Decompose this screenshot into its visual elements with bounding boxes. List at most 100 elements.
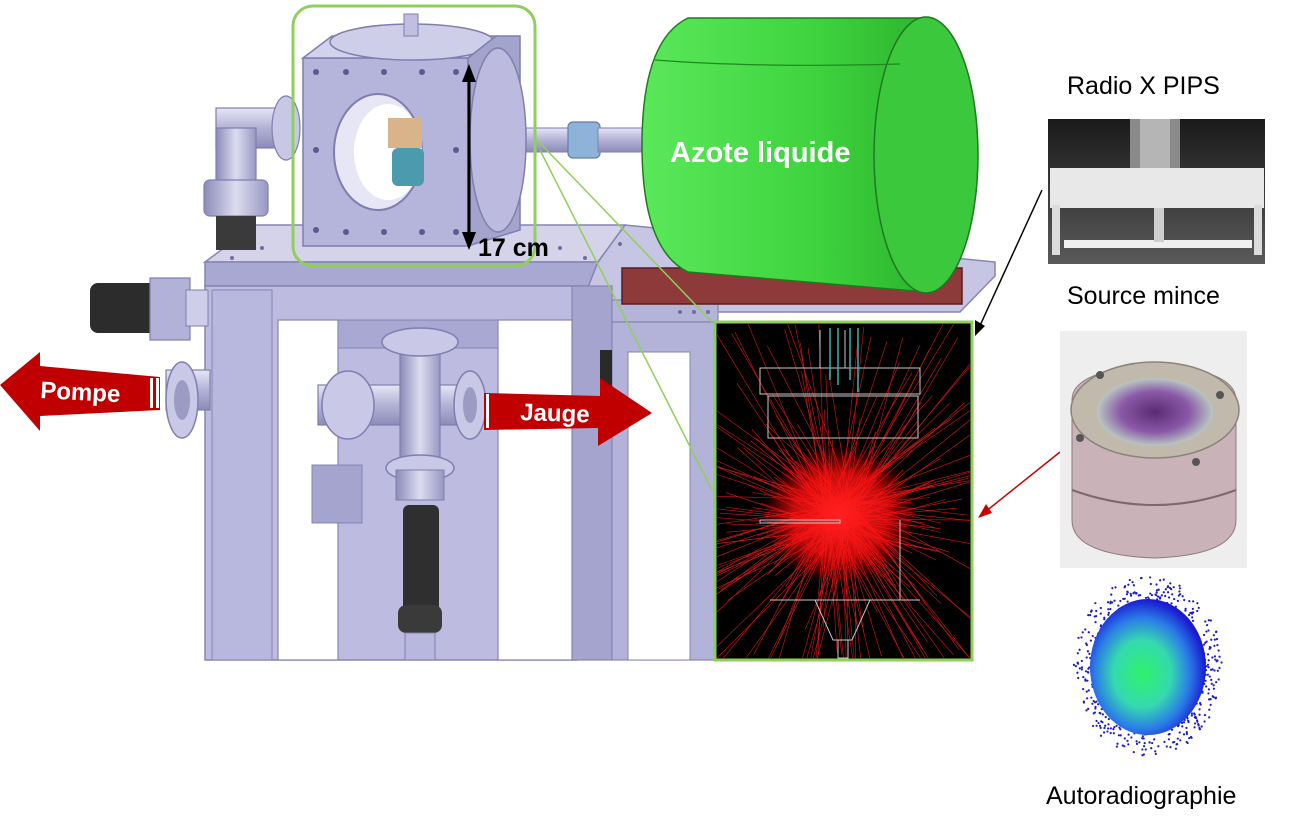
scatter-dot	[1094, 705, 1097, 709]
scatter-dot	[1182, 733, 1186, 736]
scatter-dot	[1123, 586, 1126, 589]
autoradiography-title: Autoradiographie	[1046, 782, 1237, 810]
scatter-dot	[1086, 679, 1089, 682]
scatter-dot	[1176, 743, 1179, 746]
scatter-dot	[1104, 715, 1107, 719]
scatter-dot	[1125, 593, 1129, 596]
scatter-dot	[1099, 612, 1102, 615]
scatter-dot	[1119, 599, 1122, 603]
scatter-dot	[1168, 732, 1171, 736]
scatter-dot	[1109, 607, 1112, 611]
scatter-dot	[1137, 594, 1140, 597]
scatter-dot	[1198, 728, 1201, 731]
scatter-dot	[1182, 721, 1186, 724]
scatter-dot	[1095, 724, 1098, 727]
scatter-dot	[1204, 641, 1207, 644]
scatter-dot	[1107, 723, 1110, 726]
source-title: Source mince	[1067, 282, 1220, 310]
scatter-dot	[1085, 643, 1089, 647]
scatter-dot	[1188, 736, 1191, 740]
scatter-dot	[1097, 703, 1100, 706]
scatter-dot	[1099, 726, 1102, 729]
scatter-dot	[1144, 748, 1147, 751]
scatter-dot	[1165, 745, 1168, 748]
scatter-dot	[1097, 721, 1100, 725]
scatter-dot	[1106, 730, 1109, 733]
scatter-dot	[1212, 696, 1215, 699]
scatter-dot	[1143, 742, 1146, 745]
dimension-label: 17 cm	[478, 234, 549, 262]
scatter-dot	[1163, 740, 1166, 743]
scatter-dot	[1162, 578, 1165, 581]
scatter-dot	[1080, 668, 1083, 671]
scatter-dot	[1107, 613, 1110, 616]
scatter-dot	[1164, 594, 1167, 598]
scatter-dot	[1104, 724, 1107, 727]
scatter-dot	[1197, 606, 1200, 609]
scatter-dot	[1189, 611, 1192, 615]
scatter-dot	[1139, 576, 1143, 580]
scatter-dot	[1084, 628, 1087, 631]
scatter-dot	[1155, 583, 1158, 586]
scatter-dot	[1162, 591, 1165, 594]
scatter-dot	[1117, 604, 1120, 607]
scatter-dot	[1172, 586, 1175, 589]
scatter-dot	[1209, 646, 1212, 649]
scatter-dot	[1099, 734, 1103, 737]
scatter-dot	[1142, 745, 1146, 748]
scatter-dot	[1076, 671, 1079, 674]
scatter-dot	[1117, 734, 1121, 737]
scatter-dot	[1209, 619, 1212, 622]
scatter-dot	[1109, 731, 1112, 735]
scatter-dot	[1085, 656, 1088, 659]
scatter-dot	[1191, 619, 1195, 622]
scatter-dot	[1207, 688, 1211, 691]
scatter-dot	[1196, 609, 1199, 613]
scatter-dot	[1141, 737, 1144, 740]
scatter-dot	[1173, 597, 1176, 601]
scatter-dot	[1181, 725, 1184, 728]
scatter-dot	[1208, 716, 1211, 719]
scatter-dot	[1203, 713, 1207, 717]
scatter-dot	[1115, 745, 1119, 748]
scatter-dot	[1199, 702, 1202, 705]
scatter-dot	[1119, 734, 1122, 737]
scatter-dot	[1126, 739, 1129, 742]
scatter-dot	[1154, 752, 1157, 756]
scatter-dot	[1179, 593, 1182, 596]
scatter-dot	[1204, 620, 1207, 623]
scatter-dot	[1210, 678, 1213, 681]
scatter-dot	[1216, 644, 1219, 647]
scatter-dot	[1094, 707, 1097, 710]
scatter-dot	[1141, 735, 1144, 738]
scatter-dot	[1183, 598, 1186, 602]
scatter-dot	[1185, 726, 1188, 729]
scatter-dot	[1184, 607, 1187, 610]
scatter-dot	[1119, 728, 1122, 731]
scatter-dot	[1086, 650, 1090, 653]
scatter-dot	[1154, 750, 1157, 753]
scatter-dot	[1095, 700, 1098, 703]
scatter-dot	[1135, 740, 1138, 743]
scatter-dot	[1206, 663, 1210, 666]
scatter-dot	[1149, 576, 1152, 579]
scatter-dot	[1150, 593, 1154, 597]
scatter-dot	[1084, 679, 1087, 682]
scatter-dot	[1212, 634, 1215, 637]
scatter-dot	[1138, 741, 1141, 744]
scatter-dot	[1114, 586, 1117, 589]
scatter-dot	[1205, 665, 1208, 668]
scatter-dot	[1159, 596, 1162, 599]
scatter-dot	[1205, 630, 1208, 633]
vacuum-piping	[90, 95, 487, 661]
scatter-dot	[1090, 696, 1093, 699]
scatter-dot	[1148, 741, 1151, 744]
scatter-dot	[1213, 638, 1216, 641]
scatter-dot	[1102, 731, 1106, 734]
scatter-dot	[1190, 712, 1194, 715]
scatter-dot	[1201, 691, 1204, 694]
scatter-dot	[1127, 583, 1130, 586]
scatter-dot	[1149, 582, 1152, 586]
scatter-dot	[1215, 638, 1219, 641]
scatter-dot	[1186, 717, 1189, 720]
